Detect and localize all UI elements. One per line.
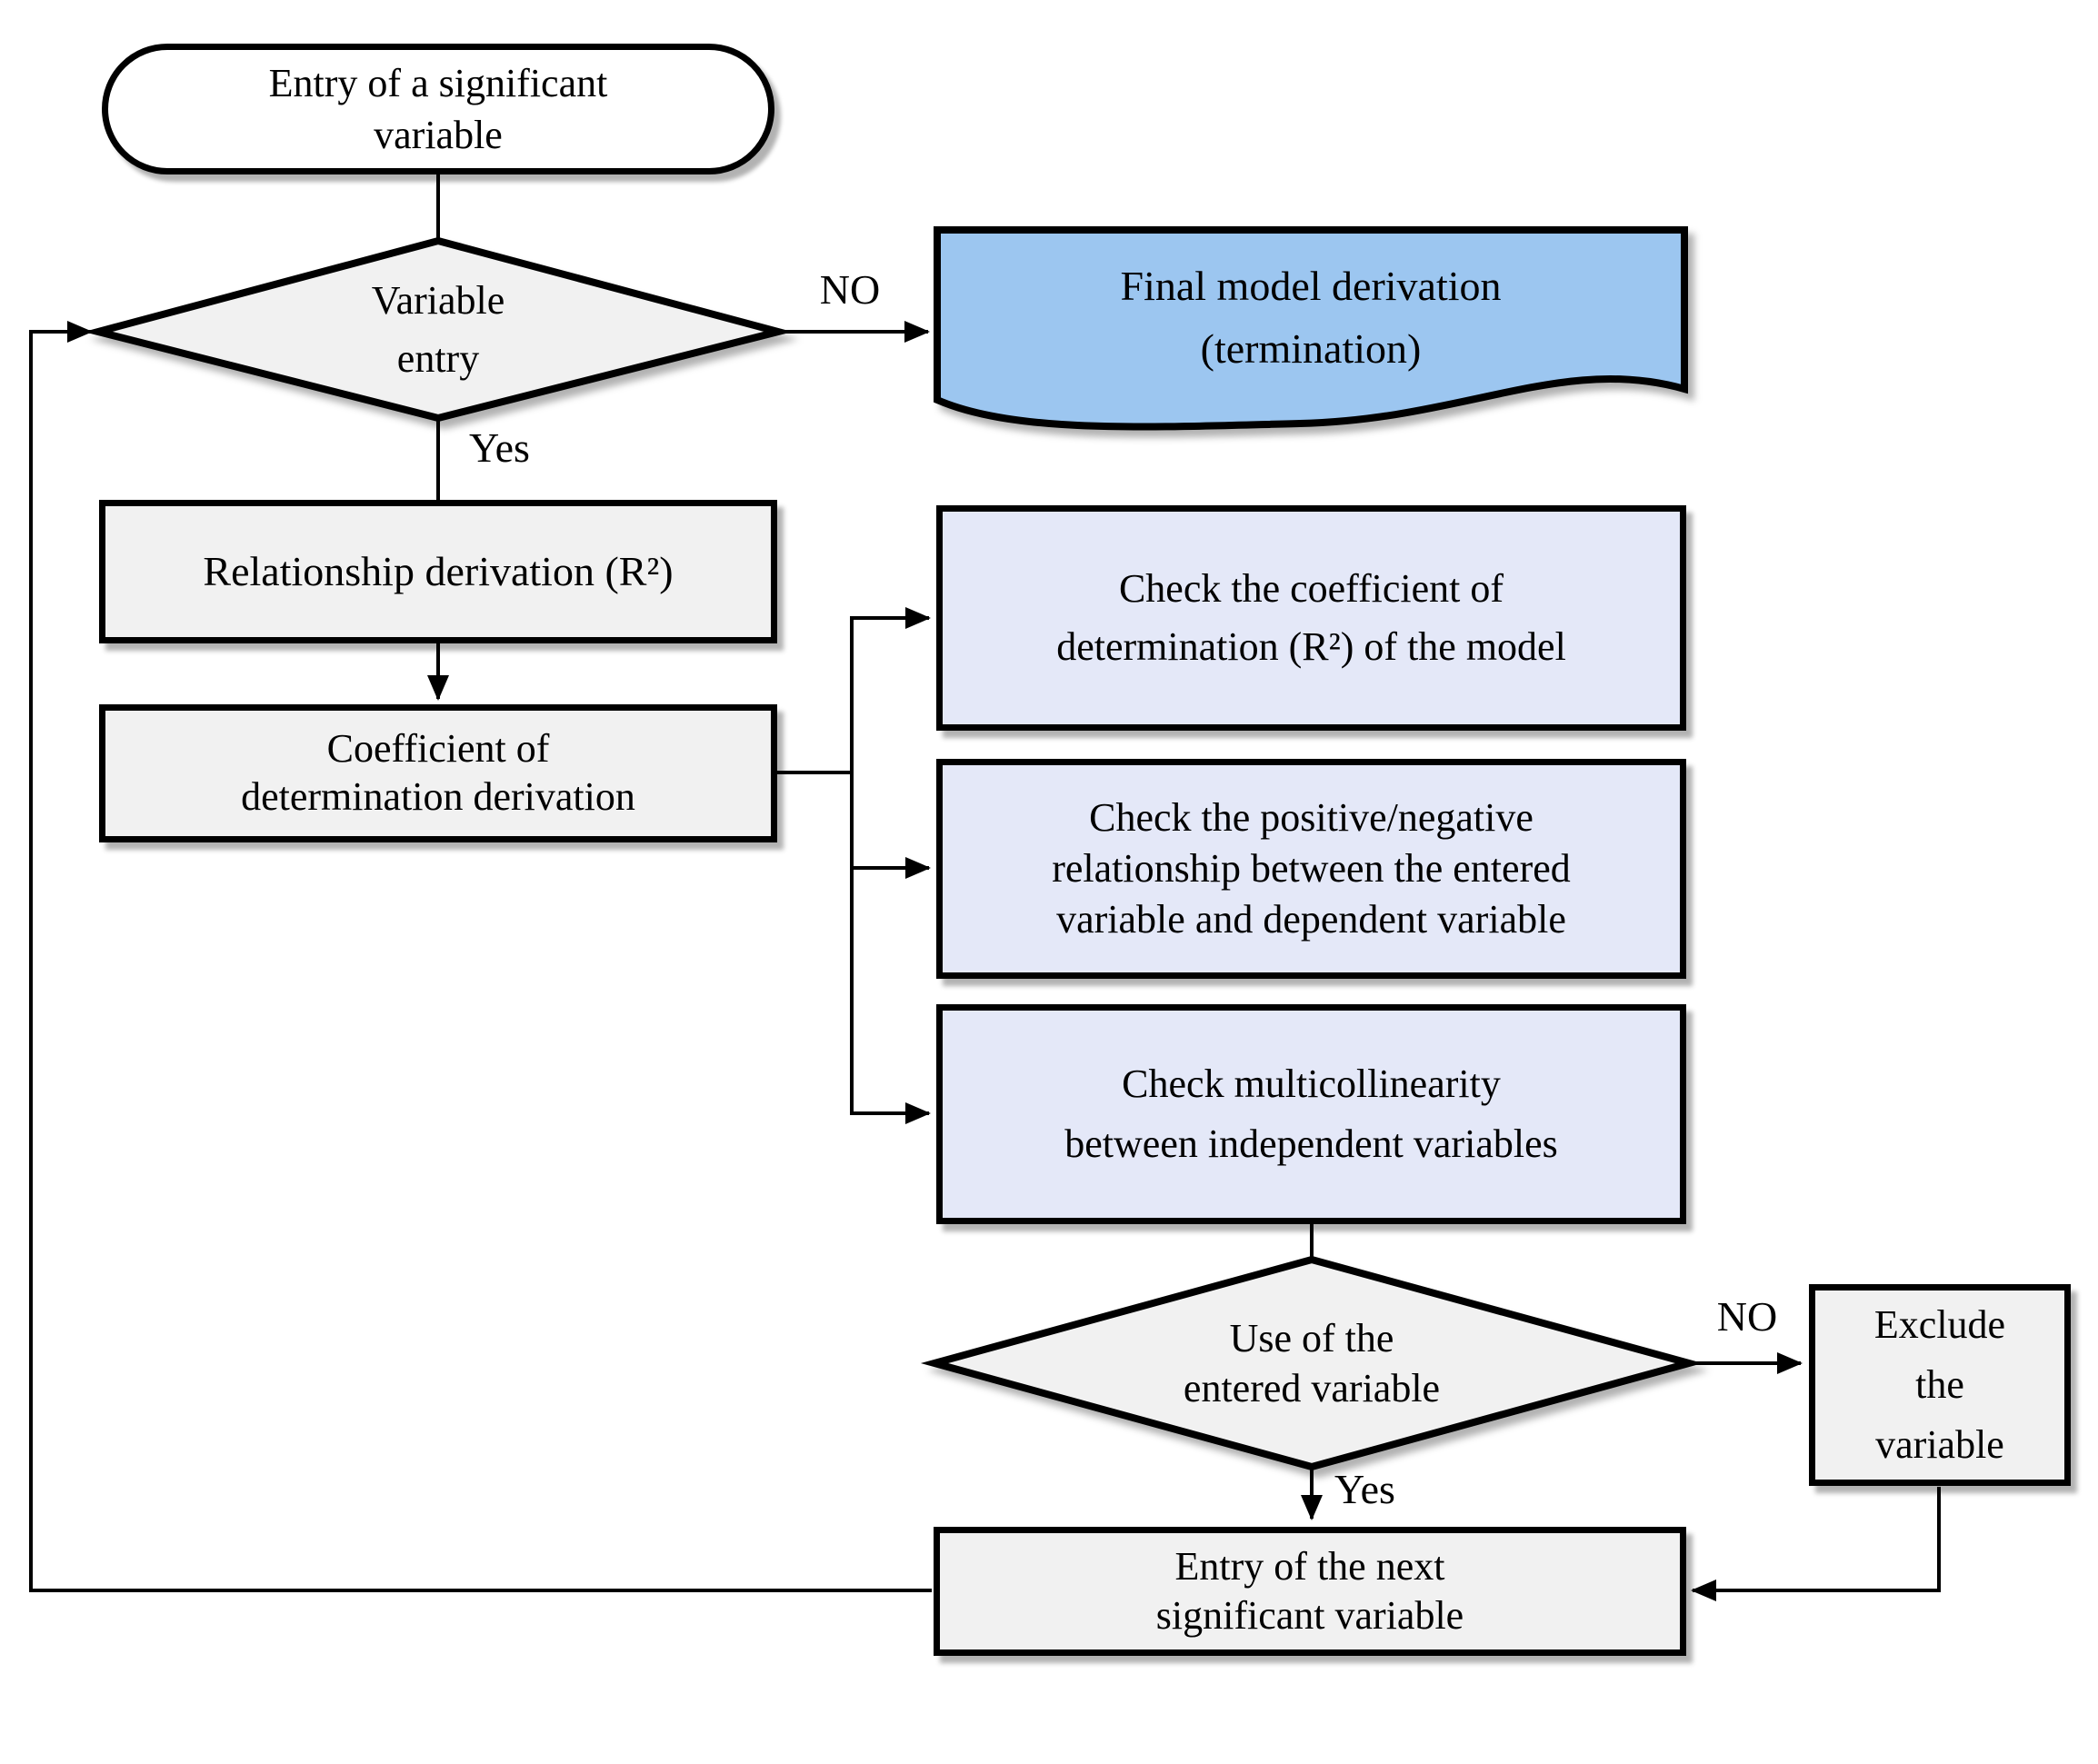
variable-entry-decision: [84, 236, 793, 423]
final-model-document-label: Final model derivation (termination): [1120, 263, 1502, 372]
start-terminator: Entry of a significant variable: [102, 44, 774, 174]
check-r2-box: Check the coefficient of determination (…: [936, 505, 1686, 731]
label-yes-bottom: Yes: [1334, 1466, 1395, 1512]
check-sign-box: Check the positive/negative relationship…: [936, 759, 1686, 979]
exclude-variable-box: Exclude the variable: [1809, 1284, 2071, 1486]
relationship-derivation-box: Relationship derivation (R²): [99, 500, 777, 643]
start-terminator-label: variable: [374, 113, 503, 157]
variable-entry-decision-label: Variable entry: [371, 277, 505, 381]
check-multicollinearity-box: Check multicollinearity between independ…: [936, 1004, 1686, 1224]
final-model-document: [934, 226, 1688, 431]
label-yes-top: Yes: [469, 424, 530, 471]
label-no-bottom: NO: [1716, 1293, 1778, 1340]
label-no-top: NO: [819, 266, 881, 313]
start-terminator-label: Entry of a significant: [268, 60, 608, 105]
use-variable-decision-label: Use of the entered variable: [1183, 1316, 1441, 1410]
next-variable-box: Entry of the next significant variable: [934, 1527, 1686, 1656]
coefficient-derivation-box: Coefficient of determination derivation: [99, 704, 777, 842]
connector-exclude-to-next-entry: [1691, 1487, 1941, 1601]
use-variable-decision: [920, 1255, 1703, 1471]
connector-loop-back: [29, 321, 932, 1592]
